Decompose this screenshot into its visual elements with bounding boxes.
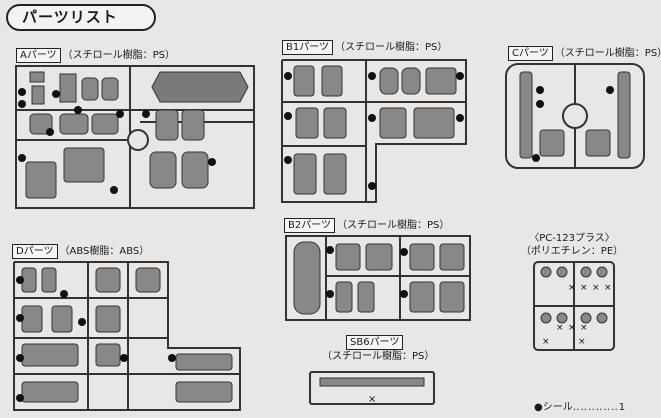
sprue-label-a: Aパーツ（スチロール樹脂：PS） bbox=[16, 48, 175, 63]
pc-label: 〈PC-123プラス〉 （ポリエチレン：PE） bbox=[512, 232, 632, 258]
sprue-tag-c: Cパーツ bbox=[508, 46, 553, 61]
sprue-tag-a: Aパーツ bbox=[16, 48, 61, 63]
sprue-material-b2: （スチロール樹脂：PS） bbox=[337, 220, 450, 231]
sprue-tag-sb6: SB6パーツ bbox=[346, 335, 404, 350]
svg-text:×: × bbox=[580, 283, 588, 293]
sprue-tag-b1: B1パーツ bbox=[282, 40, 334, 55]
svg-text:×: × bbox=[580, 323, 588, 333]
seal-count: 1 bbox=[618, 402, 626, 413]
sprue-diagram-a bbox=[10, 62, 260, 212]
sprue-material-a: （スチロール樹脂：PS） bbox=[62, 50, 176, 61]
page-title: パーツリスト bbox=[6, 4, 156, 31]
sprue-diagram-b1 bbox=[276, 56, 472, 206]
sprue-label-b1: B1パーツ（スチロール樹脂：PS） bbox=[282, 40, 447, 55]
svg-text:×: × bbox=[578, 337, 586, 347]
svg-text:×: × bbox=[592, 283, 600, 293]
svg-text:×: × bbox=[368, 394, 376, 405]
sprue-label-c: Cパーツ（スチロール樹脂：PS） bbox=[508, 46, 661, 61]
sprue-diagram-c bbox=[500, 60, 650, 172]
sprue-label-b2: B2パーツ（スチロール樹脂：PS） bbox=[284, 218, 449, 233]
sprue-label-d: Dパーツ（ABS樹脂：ABS） bbox=[12, 244, 149, 259]
sprue-material-b1: （スチロール樹脂：PS） bbox=[335, 42, 448, 53]
pc-label-name: 〈PC-123プラス〉 bbox=[529, 233, 615, 244]
sprue-label-sb6: SB6パーツ bbox=[346, 335, 405, 350]
seal-label: ●シール bbox=[534, 402, 573, 413]
sprue-diagram-b2 bbox=[280, 232, 476, 324]
svg-text:×: × bbox=[556, 323, 564, 333]
sprue-tag-b2: B2パーツ bbox=[284, 218, 336, 233]
sprue-material-c: （スチロール樹脂：PS） bbox=[554, 48, 661, 59]
sprue-material-sb6: （スチロール樹脂：PS） bbox=[322, 351, 435, 362]
svg-text:×: × bbox=[568, 283, 576, 293]
svg-text:×: × bbox=[542, 337, 550, 347]
svg-text:×: × bbox=[568, 323, 576, 333]
sprue-diagram-d bbox=[8, 258, 248, 414]
sprue-material-d: （ABS樹脂：ABS） bbox=[59, 246, 150, 257]
sprue-tag-d: Dパーツ bbox=[12, 244, 58, 259]
seal-item: ●シール‥‥‥‥‥‥1 bbox=[534, 402, 626, 413]
sprue-diagram-sb6: × bbox=[306, 366, 440, 410]
sprue-diagram-pc: ×× ×× ×× ×× × bbox=[528, 258, 620, 354]
svg-text:×: × bbox=[604, 283, 612, 293]
pc-label-material: （ポリエチレン：PE） bbox=[520, 246, 624, 257]
